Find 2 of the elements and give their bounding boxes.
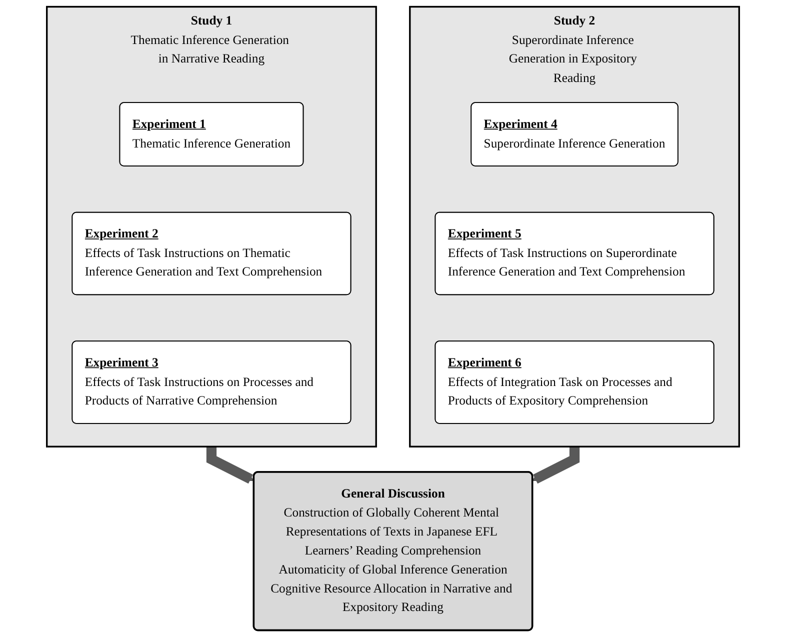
arrow	[206, 446, 254, 484]
arrow	[532, 446, 580, 484]
